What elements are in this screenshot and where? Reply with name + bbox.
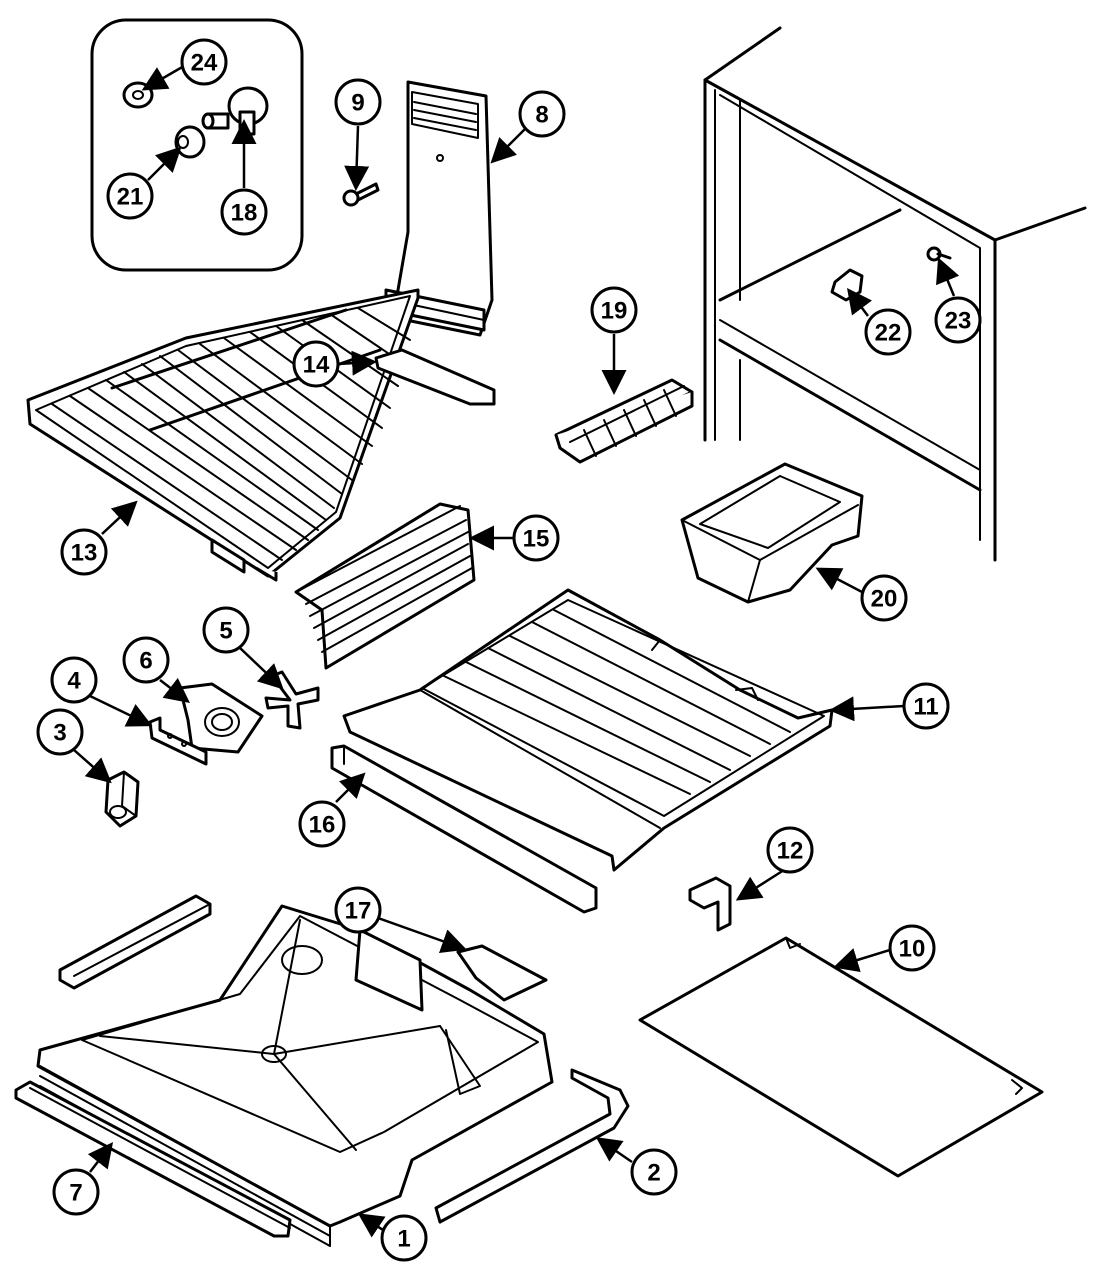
callout-13: 13 [60,528,108,576]
callout-16: 16 [298,800,346,848]
part-22-bracket [830,268,864,302]
callout-15: 15 [512,514,560,562]
callout-label: 23 [945,308,972,335]
callout-label: 10 [899,936,926,963]
callout-label: 7 [69,1180,82,1207]
part-1-bottom-pan [36,904,554,1247]
inset-box [90,18,304,272]
callout-label: 16 [309,812,336,839]
callout-21: 21 [106,172,154,220]
callout-6: 6 [122,636,170,684]
callout-label: 9 [351,90,364,117]
part-23-screw [926,246,952,262]
callout-1: 1 [380,1214,428,1262]
callout-label: 6 [139,648,152,675]
callout-label: 21 [117,184,144,211]
callout-17: 17 [334,886,382,934]
part-10-cover-panel [638,936,1044,1178]
callout-label: 22 [875,320,902,347]
callout-label: 15 [523,526,550,553]
part-12-bracket [688,876,732,932]
callout-label: 4 [67,668,81,695]
part-18-valve [201,86,269,136]
callout-label: 11 [913,694,938,721]
part-3-motor [104,770,140,828]
callout-2: 2 [630,1148,678,1196]
callout-4: 4 [50,656,98,704]
callout-label: 5 [219,618,232,645]
callout-label: 2 [647,1160,660,1187]
callout-11: 11 [902,682,950,730]
callout-22: 22 [864,308,912,356]
part-15-shelf-cover [294,502,476,670]
callout-9: 9 [334,78,382,126]
part-16-front-trim [330,744,598,914]
callout-7: 7 [52,1168,100,1216]
rail-upper-left [58,894,212,990]
callout-label: 8 [535,102,548,129]
callout-label: 17 [345,898,372,925]
callout-24: 24 [180,38,228,86]
callout-3: 3 [36,708,84,756]
callout-label: 1 [397,1226,410,1253]
callout-label: 3 [53,720,66,747]
callout-20: 20 [860,574,908,622]
callout-14: 14 [292,340,340,388]
leader-lines [73,64,960,1238]
part-7-rail [14,1080,292,1238]
part-20-ice-bin [680,462,864,604]
callout-label: 19 [601,298,628,325]
callout-19: 19 [590,286,638,334]
callout-label: 12 [777,838,804,865]
part-6-fan-shroud [178,682,264,754]
part-9-screw [342,182,380,207]
part-2-rail [434,1068,630,1224]
part-11-crisper-shelf [342,588,834,872]
callout-label: 24 [191,50,218,77]
callout-label: 20 [871,586,898,613]
callout-8: 8 [518,90,566,138]
part-19-ice-tray [554,378,694,464]
callout-10: 10 [888,924,936,972]
part-4-bracket [148,716,208,766]
callout-23: 23 [934,296,982,344]
part-14-bar [374,348,496,406]
callout-12: 12 [766,826,814,874]
cabinet-frame [703,26,1087,562]
callout-18: 18 [220,188,268,236]
callout-label: 13 [71,540,98,567]
callout-label: 18 [231,200,258,227]
part-17-flap [456,944,548,1002]
callout-5: 5 [202,606,250,654]
part-21-bushing [174,125,206,159]
callout-label: 14 [303,352,330,379]
